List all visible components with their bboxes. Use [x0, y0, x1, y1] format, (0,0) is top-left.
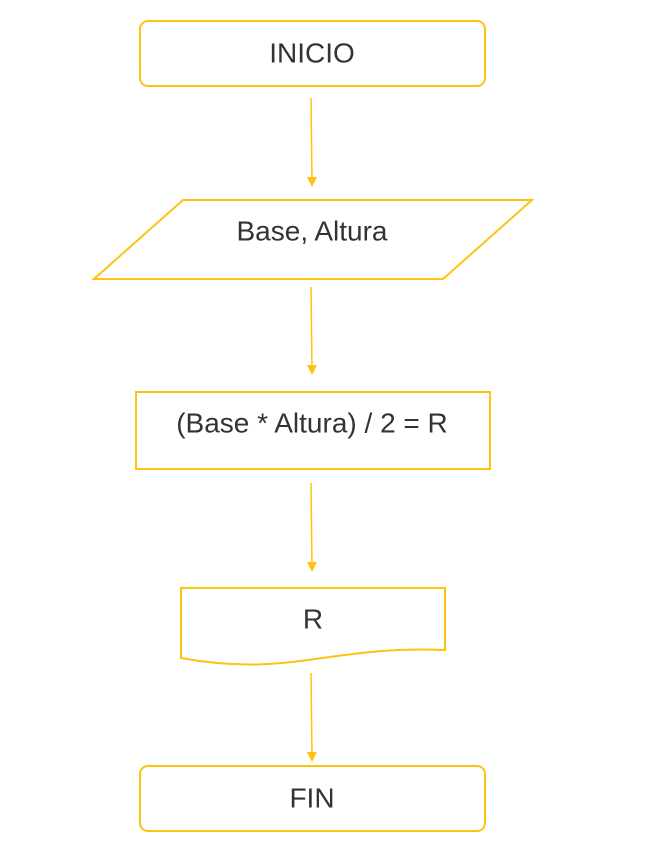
start-node: INICIO [139, 20, 486, 87]
input-node: Base, Altura [91, 199, 535, 280]
process-label: (Base * Altura) / 2 = R [176, 408, 448, 439]
end-label: FIN [289, 783, 334, 814]
start-label: INICIO [269, 38, 355, 69]
start-shape [139, 20, 486, 87]
process-shape [135, 391, 491, 470]
output-label: R [303, 604, 323, 635]
arrow-output-to-end [306, 672, 317, 762]
input-label: Base, Altura [237, 216, 388, 247]
input-shape [91, 199, 535, 280]
output-shape [180, 587, 446, 666]
arrow-start-to-input [306, 97, 317, 187]
end-node: FIN [139, 765, 486, 832]
process-node: (Base * Altura) / 2 = R [135, 391, 491, 470]
arrow-input-to-process [306, 286, 317, 375]
end-shape [139, 765, 486, 832]
arrow-process-to-output [306, 482, 317, 572]
output-node: R [180, 587, 446, 666]
